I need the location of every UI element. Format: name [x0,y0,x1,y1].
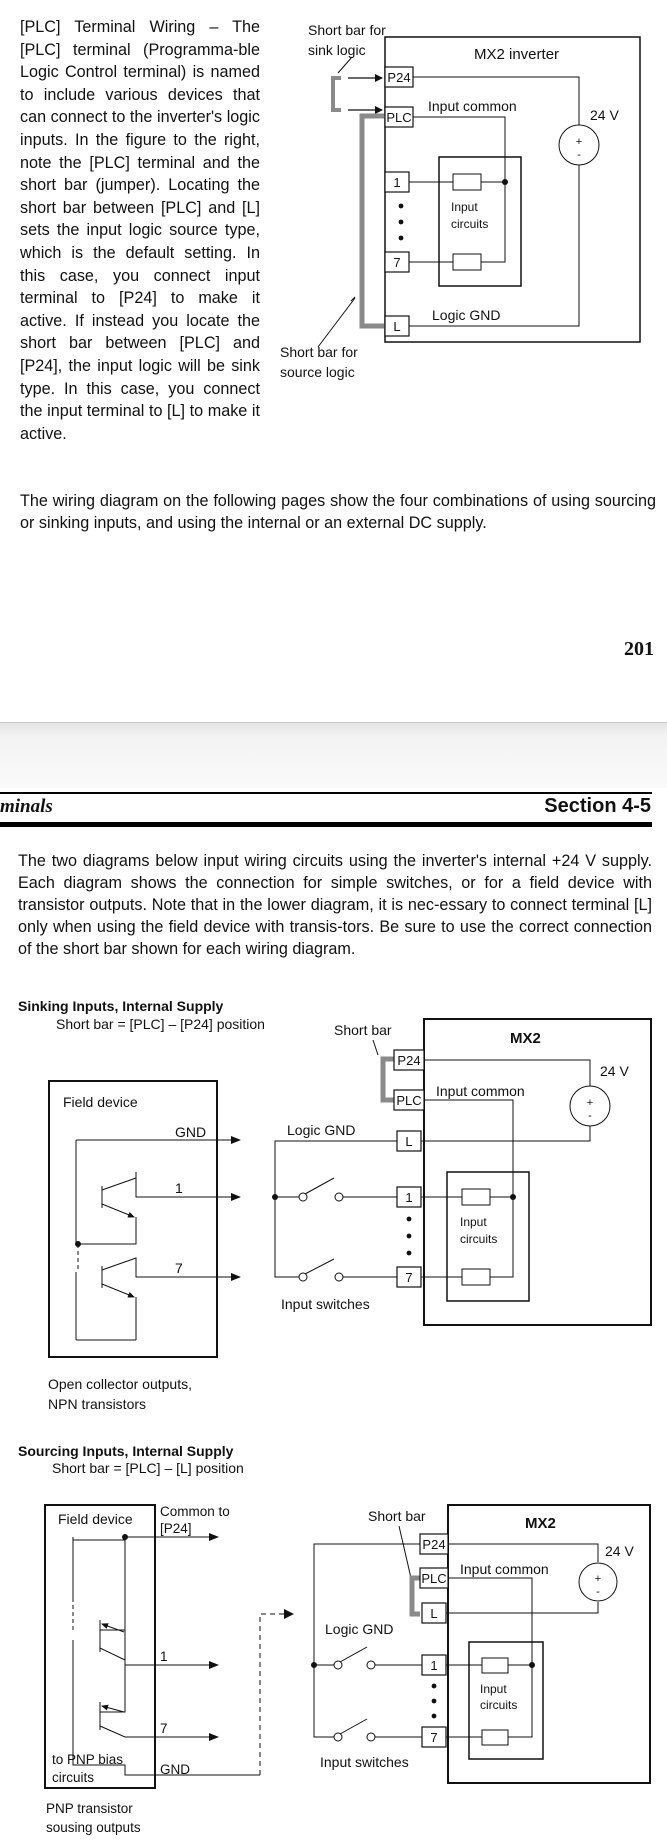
gnd-label: GND [175,1124,206,1140]
page-gap [0,722,667,789]
short-bar-source-label-2: source logic [280,364,355,380]
running-header-section: Section 4-5 [544,795,651,817]
running-header-left: minals [0,796,53,817]
output-7-label: 7 [175,1260,183,1276]
sourcing-note: Short bar = [PLC] – [L] position [52,1460,244,1476]
sourcing-title: Sourcing Inputs, Internal Supply [18,1443,234,1459]
terminal-plc: PLC [396,1093,421,1108]
terminal-1: 1 [405,1190,412,1205]
plus-sign: + [576,136,582,148]
wiring-intro-paragraph: The wiring diagram on the following page… [20,492,656,532]
terminal-plc: PLC [421,1571,446,1586]
input-common-label: Input common [460,1561,549,1577]
short-bar-label: Short bar [334,1022,392,1038]
output-1-label: 1 [175,1180,183,1196]
output-1-label: 1 [160,1649,168,1664]
caption-line-2: NPN transistors [48,1396,146,1412]
terminal-7: 7 [393,255,400,270]
gnd-label: GND [160,1762,190,1777]
inverter-label: MX2 inverter [474,46,559,63]
minus-sign: - [588,1110,592,1122]
input-circuits-label-2: circuits [480,1698,517,1712]
terminal-l: L [405,1134,412,1149]
minus-sign: - [596,1586,600,1598]
plc-terminal-paragraph: [PLC] Terminal Wiring – The [PLC] termin… [20,18,260,443]
terminal-1: 1 [393,175,400,190]
input-circuits-label: Input [460,1215,487,1229]
short-bar-label: Short bar [368,1508,426,1524]
terminal-p24: P24 [397,1053,420,1068]
sinking-title: Sinking Inputs, Internal Supply [18,998,224,1014]
sinking-inputs-diagram: Short bar MX2 P24 PLC L 1 7 24 V Input c [48,1018,652,1412]
terminal-p24: P24 [422,1537,445,1552]
input-switches-label: Input switches [281,1296,370,1312]
mx2-label: MX2 [525,1515,556,1532]
mx2-label: MX2 [510,1030,541,1047]
short-bar-source-label: Short bar for [280,344,358,360]
minus-sign: - [577,149,581,161]
input-circuits-label-2: circuits [451,217,488,231]
supply-label: 24 V [600,1063,629,1079]
sourcing-inputs-diagram: Short bar MX2 P24 PLC L 1 7 24 V Input c… [44,1504,651,1835]
page-number: 201 [624,638,654,660]
section-intro-paragraph: The two diagrams below input wiring circ… [18,852,652,958]
input-switches-label: Input switches [320,1754,409,1770]
input-common-label: Input common [436,1083,525,1099]
common-to-label: Common to [160,1504,230,1519]
page-201: [PLC] Terminal Wiring – The [PLC] termin… [0,0,667,720]
plus-sign: + [587,1097,593,1109]
caption-line-1: Open collector outputs, [48,1376,192,1392]
logic-gnd-label: Logic GND [325,1621,393,1637]
plus-sign: + [595,1573,601,1585]
supply-label: 24 V [605,1543,634,1559]
terminal-plc: PLC [386,110,411,125]
terminal-7: 7 [430,1730,437,1745]
input-common-label: Input common [428,98,517,114]
common-to-label-2: [P24] [160,1521,192,1536]
terminal-p24: P24 [387,70,410,85]
terminal-1: 1 [430,1658,437,1673]
pnp-bias-label: to PNP bias [52,1752,123,1767]
terminal-7: 7 [405,1270,412,1285]
header-rule-thick [0,822,652,827]
inverter-box [384,36,641,343]
short-bar-sink-label-2: sink logic [308,42,366,58]
caption-line-1: PNP transistor [46,1801,133,1816]
sinking-note: Short bar = [PLC] – [P24] position [56,1016,265,1032]
header-rule-thin [0,792,652,794]
mx2-box [423,1018,652,1326]
logic-gnd-label: Logic GND [287,1122,355,1138]
logic-gnd-label: Logic GND [432,307,500,323]
terminal-l: L [393,319,400,334]
mx2-box [447,1504,651,1784]
pnp-bias-label-2: circuits [52,1770,94,1785]
supply-label: 24 V [590,107,619,123]
field-device-label: Field device [63,1094,138,1110]
caption-line-2: sousing outputs [46,1820,141,1835]
input-circuits-label-2: circuits [460,1232,497,1246]
page-section-4-5 [0,788,667,1843]
field-device-box [44,1504,156,1789]
input-circuits-label: Input [480,1682,507,1696]
terminal-l: L [430,1606,437,1621]
plc-terminal-diagram: Short bar for sink logic Short bar for s… [280,22,641,380]
short-bar-sink-label: Short bar for [308,22,386,38]
field-device-box [48,1080,218,1358]
field-device-label: Field device [58,1511,133,1527]
output-7-label: 7 [160,1721,168,1736]
input-circuits-label: Input [451,200,478,214]
